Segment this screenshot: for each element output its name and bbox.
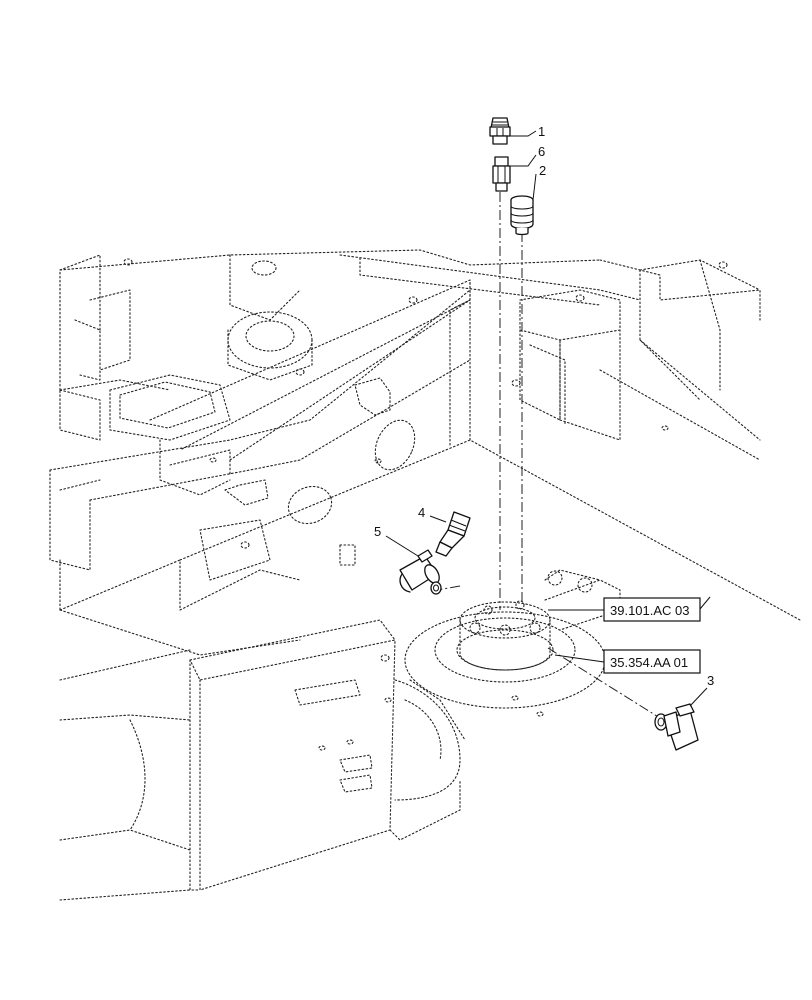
- reference-label-swivel: 35.354.AA 01: [610, 655, 688, 670]
- callout-labels: 1 6 2 4 5 3: [374, 124, 714, 688]
- callout-leaders: [385, 130, 708, 707]
- reference-box-swivel[interactable]: 35.354.AA 01: [603, 649, 701, 674]
- part-3-elbow: [654, 703, 699, 751]
- part-6-adapter: [492, 156, 511, 192]
- part-5-elbow: [399, 549, 442, 595]
- part-1-fitting: [489, 117, 511, 145]
- part-2-plug: [510, 195, 534, 236]
- callout-5: 5: [374, 524, 381, 539]
- part-4-fitting: [435, 511, 471, 557]
- callout-2: 2: [539, 163, 546, 178]
- callout-4: 4: [418, 505, 425, 520]
- reference-box-valve[interactable]: 39.101.AC 03: [603, 596, 711, 622]
- projection-lines: [436, 192, 661, 719]
- machine-frame: [49, 249, 801, 901]
- callout-1: 1: [538, 124, 545, 139]
- callout-6: 6: [538, 144, 545, 159]
- callout-3: 3: [707, 673, 714, 688]
- reference-label-valve: 39.101.AC 03: [610, 603, 690, 618]
